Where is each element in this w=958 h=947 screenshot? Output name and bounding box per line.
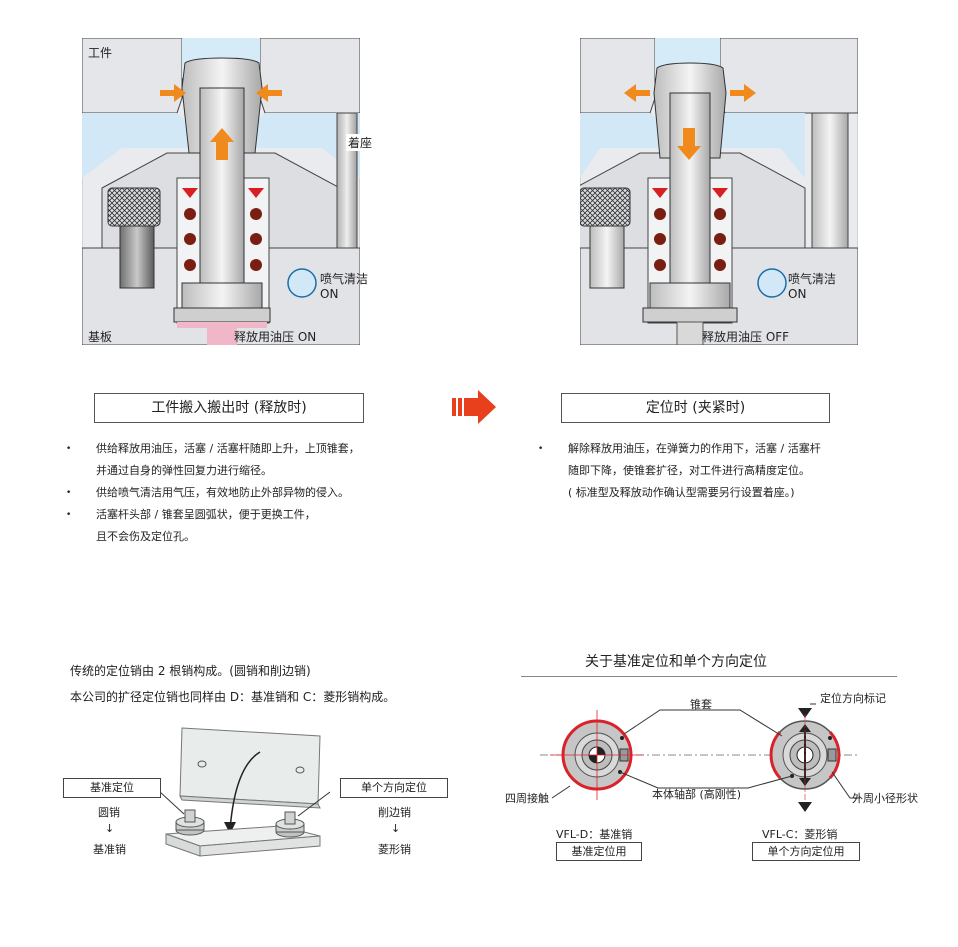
traditional-pin-text: 传统的定位销由 2 根销构成。(圆销和削边销) <box>70 664 311 678</box>
list-item: 供给释放用油压，活塞 / 活塞杆随即上升，上顶锥套， <box>66 438 426 460</box>
clamp-bullets: 解除释放用油压，在弹簧力的作用下，活塞 / 活塞杆 随即下降，使锥套扩径，对工件… <box>538 438 918 504</box>
seat-label: 着座 <box>346 134 375 151</box>
list-item: 供给喷气清洁用气压，有效地防止外部异物的侵入。 <box>66 482 426 504</box>
list-item: 并通过自身的弹性回复力进行缩径。 <box>96 464 272 477</box>
two-pin-illustration <box>160 727 330 857</box>
four-contact-label: 四周接触 <box>505 792 549 805</box>
list-item: ( 标准型及释放动作确认型需要另行设置着座。) <box>568 486 795 499</box>
list-item: 随即下降，使锥套扩径，对工件进行高精度定位。 <box>568 464 810 477</box>
release-bullets: 供给释放用油压，活塞 / 活塞杆随即上升，上顶锥套， 并通过自身的弹性回复力进行… <box>66 438 426 548</box>
air-purge-label-right-2: ON <box>788 287 807 301</box>
list-item: 活塞杆头部 / 锥套呈圆弧状，便于更换工件， <box>66 504 426 526</box>
hydraulic-off-label: 释放用油压 OFF <box>702 330 790 344</box>
round-pin-label: 圆销 <box>98 806 120 819</box>
vfl-c-label: VFL-C：菱形销 <box>762 828 838 841</box>
diamond-pin-label: 菱形销 <box>378 843 411 856</box>
air-purge-label-1: 喷气清洁 <box>320 272 369 286</box>
vfl-c-use: 单个方向定位用 <box>752 842 860 861</box>
release-caption: 工件搬入搬出时 (释放时) <box>94 393 364 423</box>
section-title: 关于基准定位和单个方向定位 <box>585 654 767 670</box>
clamp-caption: 定位时 (夹紧时) <box>561 393 830 423</box>
release-state-cross-section <box>82 38 360 345</box>
outer-small-label: 外周小径形状 <box>852 792 918 805</box>
hydraulic-on-label: 释放用油压 ON <box>234 330 317 344</box>
transition-arrow-icon <box>452 390 496 424</box>
direction-mark-label: 定位方向标记 <box>820 692 886 705</box>
air-purge-label-right-1: 喷气清洁 <box>788 272 837 286</box>
list-item: 且不会伤及定位孔。 <box>96 530 195 543</box>
pin-top-views <box>540 703 860 812</box>
vfl-d-label: VFL-D：基准销 <box>556 828 633 841</box>
title-underline <box>521 676 897 677</box>
air-purge-label-2: ON <box>320 287 339 301</box>
vfl-d-use: 基准定位用 <box>556 842 642 861</box>
down-arrow-right: ↓ <box>391 822 401 835</box>
base-label: 基板 <box>88 330 113 344</box>
company-pin-text: 本公司的扩径定位销也同样由 D：基准销和 C：菱形销构成。 <box>70 690 396 704</box>
list-item: 解除释放用油压，在弹簧力的作用下，活塞 / 活塞杆 <box>538 438 918 460</box>
down-arrow-left: ↓ <box>105 822 115 835</box>
reference-positioning-box: 基准定位 <box>63 778 161 798</box>
reference-pin-label: 基准销 <box>93 843 126 856</box>
single-direction-box: 单个方向定位 <box>340 778 448 798</box>
clamp-state-cross-section <box>580 38 858 345</box>
body-axis-label: 本体轴部 (高刚性) <box>652 788 742 801</box>
flat-pin-label: 削边销 <box>378 806 411 819</box>
collet-label: 锥套 <box>690 698 712 711</box>
workpiece-label: 工件 <box>88 46 113 60</box>
